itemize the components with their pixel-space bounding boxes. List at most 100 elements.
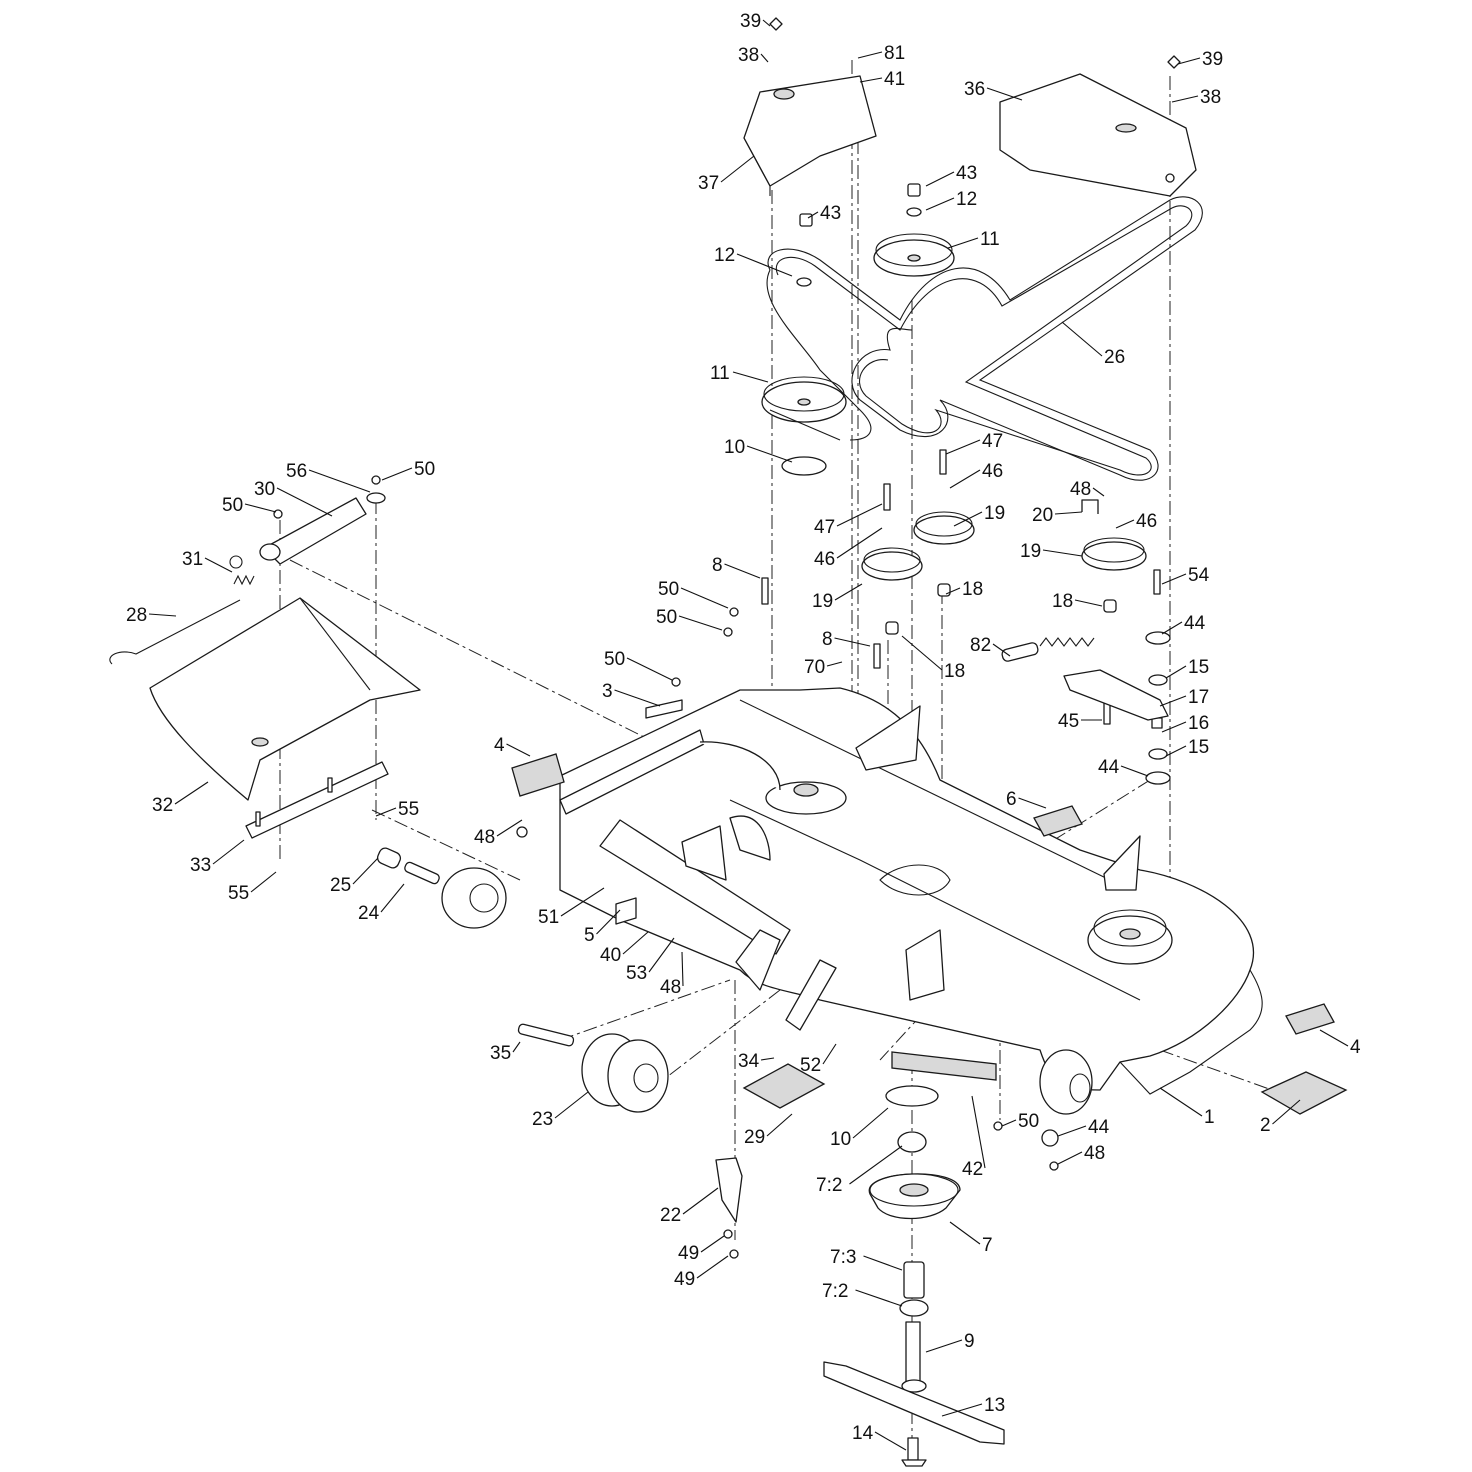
callout-leader-c72b — [855, 1289, 903, 1307]
callout-leader-c8a — [724, 563, 761, 579]
callout-label-c22: 22 — [660, 1205, 681, 1226]
callout-label-c1: 1 — [1204, 1107, 1215, 1128]
callout-label-c28: 28 — [126, 605, 147, 626]
callout-leader-c4a — [506, 743, 531, 757]
callout-leader-c31 — [204, 557, 233, 573]
callout-leader-c50d — [678, 615, 723, 631]
callout-leader-c53 — [648, 937, 675, 973]
callout-leader-c44b — [1120, 765, 1149, 777]
callout-leader-c2 — [1272, 1099, 1301, 1125]
callout-leader-c5 — [596, 909, 621, 935]
spindle-assembly-lower — [823, 1085, 1005, 1467]
callout-leader-c8b — [834, 637, 871, 647]
callout-label-c36: 36 — [964, 79, 985, 100]
callout-leader-c39b — [1177, 57, 1201, 65]
callout-leader-c29 — [766, 1113, 793, 1137]
deck-spindle-left — [765, 781, 847, 815]
callout-leader-c19a — [953, 511, 983, 527]
callout-label-c11a: 11 — [980, 229, 1000, 250]
callout-leader-c44a — [1161, 621, 1183, 635]
callout-label-c32: 32 — [152, 795, 173, 816]
callout-leader-c47a — [945, 439, 981, 455]
callout-label-c5: 5 — [584, 925, 595, 946]
callout-leader-c56 — [308, 469, 371, 493]
callout-label-c23: 23 — [532, 1109, 553, 1130]
idler-pulley-19-b — [861, 547, 923, 581]
callout-leader-c39a — [762, 19, 771, 27]
callout-leader-c50e — [626, 657, 673, 681]
callout-leader-c18b — [1074, 599, 1103, 607]
gauge-wheel-24 — [376, 847, 507, 929]
callout-label-c26: 26 — [1104, 347, 1125, 368]
callout-leader-c19b — [1042, 549, 1083, 557]
callout-leader-c72a — [849, 1145, 903, 1185]
callout-label-c4b: 4 — [1350, 1037, 1361, 1058]
callout-leader-c50f — [1001, 1119, 1017, 1127]
callout-leader-c46a — [949, 469, 981, 489]
belt-cover-36 — [999, 73, 1197, 197]
idler-spring-21 — [1001, 637, 1095, 662]
callout-label-c48a: 48 — [1070, 479, 1091, 500]
callout-leader-c15a — [1165, 665, 1187, 679]
callout-label-c46b: 46 — [1136, 511, 1157, 532]
callout-label-c54: 54 — [1188, 565, 1210, 586]
callout-label-c20: 20 — [1032, 505, 1053, 526]
callout-leader-c11b — [732, 371, 769, 383]
bracket-22 — [715, 1157, 743, 1259]
callout-label-c44b: 44 — [1098, 757, 1120, 778]
callout-label-c50c: 50 — [658, 579, 679, 600]
callout-leader-c38a — [760, 53, 769, 63]
callout-leader-c48d — [1057, 1151, 1083, 1165]
callout-label-c12b: 12 — [714, 245, 735, 266]
plate-33 — [245, 761, 389, 839]
callout-label-c48d: 48 — [1084, 1143, 1105, 1164]
callout-label-c19b: 19 — [1020, 541, 1041, 562]
callout-leader-c82 — [992, 643, 1011, 657]
callout-leader-c41 — [859, 77, 883, 83]
callout-leader-c20 — [1054, 511, 1083, 515]
callout-label-c82: 82 — [970, 635, 991, 656]
callout-label-c30: 30 — [254, 479, 275, 500]
callout-label-c3: 3 — [602, 681, 613, 702]
callout-leader-c49b — [696, 1255, 729, 1279]
callout-leader-c46b — [1115, 519, 1135, 529]
callout-leader-c9 — [925, 1339, 963, 1353]
callout-leader-c10b — [852, 1107, 889, 1139]
callout-label-c17: 17 — [1188, 687, 1209, 708]
callout-leader-c32 — [174, 781, 209, 805]
callout-label-c52: 52 — [800, 1055, 821, 1076]
callout-label-c49a: 49 — [678, 1243, 699, 1264]
callout-label-c9: 9 — [964, 1331, 975, 1352]
callout-label-c51: 51 — [538, 907, 559, 928]
callout-label-c50f: 50 — [1018, 1111, 1039, 1132]
callout-leader-c1 — [1159, 1087, 1203, 1117]
callout-label-c48b: 48 — [474, 827, 495, 848]
callout-label-c72a: 7:2 — [816, 1175, 842, 1196]
callout-leader-c70 — [826, 661, 843, 667]
callout-label-c46a: 46 — [982, 461, 1003, 482]
callout-leader-c51 — [560, 887, 605, 917]
callout-leader-c73 — [863, 1255, 903, 1271]
callout-label-c50d: 50 — [656, 607, 677, 628]
callout-leader-c33 — [212, 839, 245, 865]
callout-leader-c48b — [496, 819, 523, 837]
pulley-11-left — [761, 376, 847, 423]
callout-leader-c50c — [680, 587, 729, 609]
callout-label-c73: 7:3 — [830, 1247, 856, 1268]
callout-label-c81: 81 — [884, 43, 905, 64]
callout-label-c50a: 50 — [414, 459, 435, 480]
callout-label-c43a: 43 — [956, 163, 977, 184]
callout-label-c19c: 19 — [812, 591, 833, 612]
callout-label-c7: 7 — [982, 1235, 993, 1256]
callout-label-c8b: 8 — [822, 629, 833, 650]
callout-label-c49b: 49 — [674, 1269, 695, 1290]
callout-label-c12a: 12 — [956, 189, 977, 210]
deck-spindle-right — [1087, 909, 1173, 965]
callout-leader-c26 — [1061, 321, 1103, 357]
callout-leader-c49a — [700, 1235, 725, 1253]
callout-leader-c43b — [807, 211, 819, 219]
callout-leader-c24 — [380, 883, 405, 913]
front-roller-23 — [517, 1023, 669, 1113]
callout-label-c39a: 39 — [740, 11, 761, 32]
